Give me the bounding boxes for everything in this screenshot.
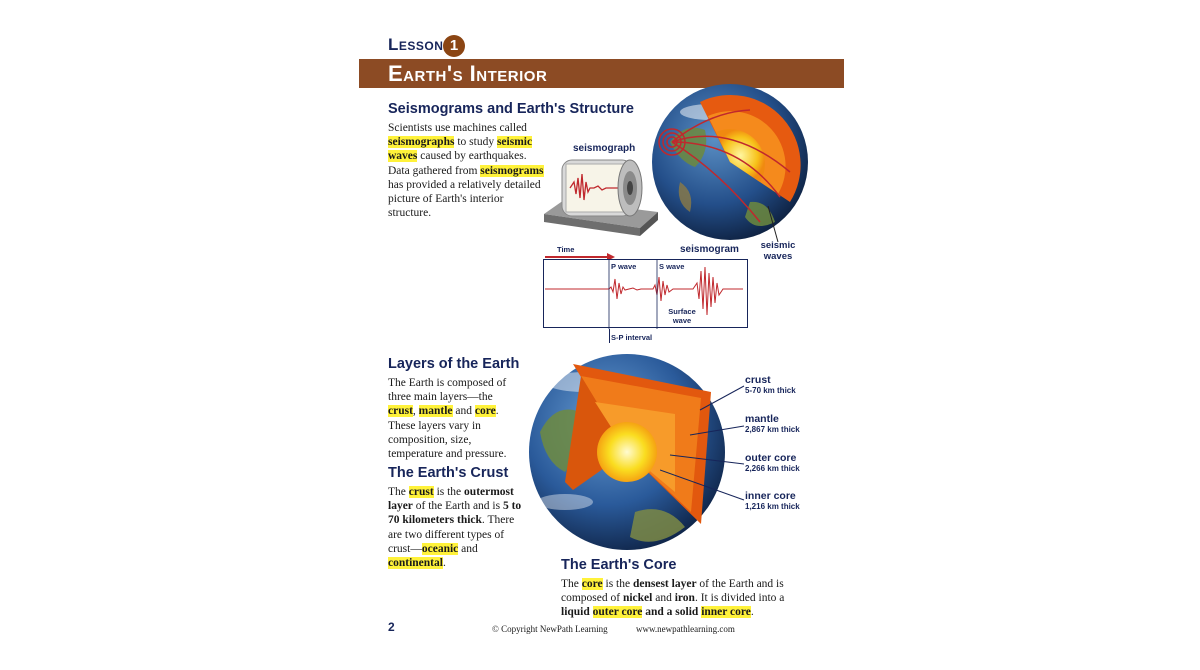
- highlighted-term: inner core: [701, 606, 751, 619]
- layer-name: mantle: [745, 413, 779, 425]
- layers-paragraph: The Earth is composed of three main laye…: [388, 376, 523, 461]
- highlighted-term: mantle: [418, 405, 453, 418]
- text-run: to study: [454, 136, 497, 149]
- layer-name: inner core: [745, 490, 796, 502]
- bold-term: iron: [674, 592, 695, 605]
- time-label: Time: [557, 245, 575, 254]
- lesson-number-badge: 1: [443, 35, 465, 57]
- p-wave-label: P wave: [611, 262, 637, 271]
- text-run: and: [458, 542, 478, 555]
- earth-layers-cutaway-illustration: [529, 354, 725, 550]
- seismograph-illustration: [544, 159, 658, 236]
- highlighted-term: crust: [388, 405, 413, 418]
- section-heading-core: The Earth's Core: [561, 557, 677, 573]
- core-paragraph: The core is the densest layer of the Ear…: [561, 577, 791, 620]
- lesson-label: Lesson: [388, 35, 444, 54]
- layer-label-outer-core: outer core 2,266 km thick: [745, 452, 800, 473]
- text-run: Scientists use machines called: [388, 122, 527, 134]
- highlighted-term: seismograms: [480, 164, 544, 177]
- bold-term: and a solid: [642, 606, 702, 619]
- seismogram-title: seismogram: [680, 244, 739, 255]
- layer-name: outer core: [745, 452, 797, 464]
- bold-term: densest layer: [632, 578, 697, 590]
- seismogram-chart: [543, 259, 748, 329]
- page-title: Earth's Interior: [388, 61, 548, 86]
- highlighted-term: crust: [408, 486, 434, 498]
- section-heading-crust: The Earth's Crust: [388, 465, 509, 481]
- text-run: of the Earth and is: [412, 500, 503, 513]
- text-run: of the Earth and is composed of: [561, 578, 784, 605]
- text-run: is the: [433, 486, 465, 498]
- s-wave-label: S wave: [659, 262, 685, 271]
- bold-term: 5 to 70 kilometers thick: [388, 500, 522, 527]
- text-run: has provided a relatively detailed pictu…: [388, 178, 541, 220]
- layer-thickness: 2,867 km thick: [745, 425, 800, 434]
- seismic-waves-label: seismic waves: [760, 240, 796, 262]
- layer-thickness: 1,216 km thick: [745, 502, 800, 511]
- title-banner: [359, 59, 844, 88]
- globe-seismic-waves-illustration: [652, 84, 808, 242]
- section-heading-layers: Layers of the Earth: [388, 356, 520, 372]
- layer-thickness: 2,266 km thick: [745, 464, 800, 473]
- text-run: ,: [412, 405, 419, 418]
- text-run: The Earth is composed of three main laye…: [388, 377, 507, 404]
- surface-wave-label: Surface wave: [668, 307, 696, 325]
- text-run: .: [442, 557, 446, 570]
- text-run: . It is divided into a: [694, 592, 785, 605]
- text-run: . These layers vary in composition, size…: [388, 405, 507, 461]
- layer-label-mantle: mantle 2,867 km thick: [745, 413, 800, 434]
- section-heading-seismograms: Seismograms and Earth's Structure: [388, 101, 634, 117]
- layer-thickness: 5-70 km thick: [745, 386, 796, 395]
- text-run: The: [561, 578, 582, 590]
- layer-leader-lines: [660, 385, 745, 501]
- layer-label-inner-core: inner core 1,216 km thick: [745, 490, 800, 511]
- website-link[interactable]: www.newpathlearning.com: [636, 624, 735, 634]
- highlighted-term: oceanic: [421, 542, 459, 555]
- text-run: .: [750, 606, 754, 619]
- highlighted-term: continental: [388, 557, 443, 570]
- page-number: 2: [388, 620, 395, 634]
- text-run: caused by earthquakes. Data gathered fro…: [388, 150, 527, 177]
- highlighted-term: core: [474, 405, 496, 418]
- highlighted-term: seismographs: [388, 136, 455, 149]
- crust-paragraph: The crust is the outermost layer of the …: [388, 485, 523, 570]
- text-run: The: [388, 486, 409, 498]
- bold-term: liquid: [561, 606, 590, 619]
- text-run: . There are two different types of crust…: [388, 514, 515, 555]
- highlighted-term: core: [581, 578, 603, 590]
- bold-term: outermost layer: [388, 486, 514, 513]
- highlighted-term: outer core: [592, 606, 643, 619]
- text-run: and: [452, 405, 475, 418]
- bold-term: nickel: [622, 592, 653, 605]
- layer-name: crust: [745, 374, 771, 386]
- text-run: is the: [602, 578, 633, 590]
- sp-interval-line: [609, 329, 610, 343]
- copyright: © Copyright NewPath Learning: [492, 624, 608, 634]
- layer-label-crust: crust 5-70 km thick: [745, 374, 796, 395]
- seismograph-label: seismograph: [573, 143, 636, 154]
- sp-interval-label: S-P interval: [611, 333, 653, 342]
- text-run: and: [652, 592, 675, 605]
- seismograms-paragraph: Scientists use machines called seismogra…: [388, 121, 548, 220]
